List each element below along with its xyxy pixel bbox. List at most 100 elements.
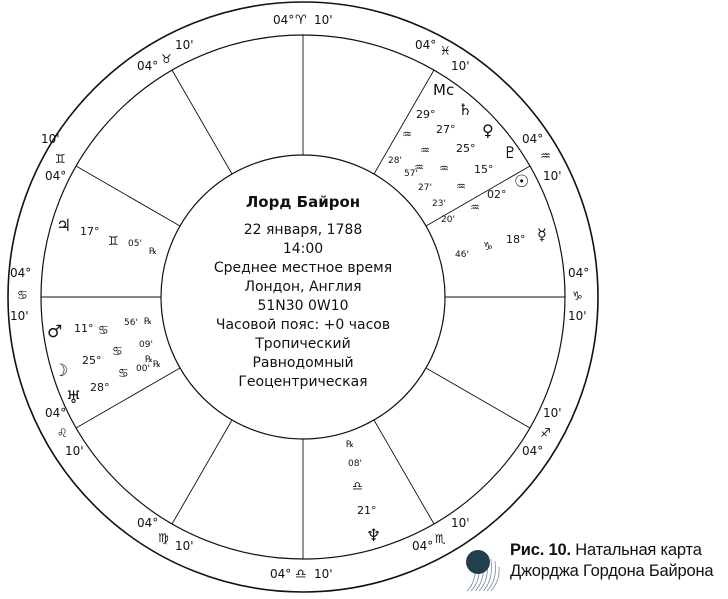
info-line: 22 января, 1788: [244, 222, 363, 238]
cusp-sagittarius-deg: 04°: [522, 444, 543, 458]
mercury-icon: ☿: [537, 225, 547, 244]
neptune-icon: ♆: [366, 526, 381, 546]
planet-min-28: 28': [388, 156, 402, 166]
retrograde-icon: ℞: [149, 247, 157, 257]
cusp-aquarius-min: 10': [543, 169, 562, 183]
cusp-pisces-min: 10': [451, 59, 470, 73]
info-line: Среднее местное время: [214, 260, 392, 276]
capricorn-sign-icon: ♑: [572, 289, 583, 303]
planet-min-46: 46': [455, 250, 469, 260]
cusp-aquarius-deg: 04°: [522, 132, 543, 146]
planet-deg-15: 15°: [474, 163, 494, 176]
house-line-330: [171, 69, 233, 175]
moon-deg: 25°: [82, 354, 102, 367]
aquarius-icon: ♒: [470, 201, 480, 214]
cusp-capricorn-deg: 04°: [568, 266, 589, 280]
aries-sign-icon: ♈: [295, 13, 307, 28]
house-line-210: [171, 419, 233, 525]
retrograde-icon: ℞: [153, 360, 161, 370]
house-line-150: [373, 419, 435, 525]
caption-line-2: Джорджа Гордона Байрона: [510, 562, 714, 580]
cusp-leo-min: 10': [65, 444, 84, 458]
cusp-bottom-deg: 04°: [270, 567, 291, 581]
aquarius-icon: ♒: [456, 180, 466, 193]
planet-deg-27: 27°: [436, 123, 456, 136]
retrograde-icon: ℞: [346, 440, 354, 450]
house-line-240: [75, 367, 181, 429]
planet-deg-25: 25°: [456, 142, 476, 155]
cusp-cancer-deg: 04°: [10, 266, 31, 280]
jupiter-deg: 17°: [80, 225, 100, 238]
caption-line-1: Рис. 10. Натальная карта: [510, 541, 702, 560]
pluto-icon: ♇: [503, 143, 517, 162]
cusp-gemini-deg: 04°: [45, 169, 66, 183]
pisces-sign-icon: ♓: [440, 44, 451, 58]
capricorn-icon: ♑: [483, 240, 493, 253]
info-line: 51N30 0W10: [257, 298, 348, 314]
gemini-sign-icon: ♊: [55, 152, 66, 166]
cancer-sign-icon: ♋: [17, 288, 28, 302]
caption-text: Натальная карта: [575, 541, 702, 559]
chart-info: Лорд Байрон 22 января, 1788 14:00 Средне…: [214, 193, 392, 390]
neptune-deg: 21°: [357, 504, 377, 517]
info-line: Часовой пояс: +0 часов: [216, 317, 390, 333]
planet-deg-18: 18°: [506, 233, 526, 246]
mars-deg: 11°: [74, 322, 94, 335]
moon-icon: ☽: [53, 361, 68, 381]
info-line: Тропический: [254, 336, 351, 352]
cusp-capricorn-min: 10': [568, 309, 587, 323]
aquarius-icon: ♒: [402, 128, 412, 141]
cusp-virgo-min: 10': [175, 539, 194, 553]
planet-min-20: 20': [441, 215, 455, 225]
cusp-scorpio-deg: 04°: [412, 539, 433, 553]
planets-left-cluster: ♂ 11° ♋ 56' ℞ ☽ 25° ♋ 09' ℞ ♅ 28° ♋ 00' …: [47, 317, 161, 408]
aquarius-icon: ♒: [420, 144, 430, 157]
cusp-virgo-deg: 04°: [137, 516, 158, 530]
mars-min: 56': [124, 318, 138, 328]
cancer-icon: ♋: [98, 323, 109, 337]
retrograde-icon: ℞: [144, 317, 152, 327]
planet-deg-29: 29°: [416, 108, 436, 121]
person-name: Лорд Байрон: [246, 193, 360, 211]
jupiter-min: 05': [128, 239, 142, 249]
info-line: Лондон, Англия: [244, 279, 361, 295]
house-lines: [41, 35, 565, 559]
cusp-taurus-deg: 04°: [137, 59, 158, 73]
aquarius-icon: ♒: [439, 162, 449, 175]
planets-upper-right: Mc 29° ♒ ♄ 27° ♒ ♀ 25° ♒ ♇ 15° ♒ 28' ♒ 5…: [388, 81, 547, 260]
info-line: Равнодомный: [252, 355, 353, 371]
cusp-labels: 04° ♈ 10' 04° ♉ 10' 04° ♓ 10' 10' ♊ 04° …: [10, 13, 589, 582]
caption-dot-icon: [466, 550, 490, 574]
house-line-300: [75, 165, 181, 227]
house-line-30: [373, 69, 435, 175]
gemini-icon: ♊: [108, 234, 119, 248]
cusp-bottom-min: 10': [314, 567, 333, 581]
sun-icon: ☉: [514, 172, 529, 192]
aquarius-sign-icon: ♒: [540, 149, 551, 163]
planets-jupiter-group: ♃ 17° ♊ 05' ℞: [56, 216, 157, 257]
retrograde-icon: ℞: [145, 355, 153, 365]
leo-sign-icon: ♌: [57, 426, 68, 440]
caption-label: Рис. 10.: [510, 541, 571, 559]
uranus-icon: ♅: [66, 388, 81, 408]
figure-caption: Рис. 10. Натальная карта Джорджа Гордона…: [463, 540, 728, 596]
cusp-pisces-deg: 04°: [415, 38, 436, 52]
scorpio-sign-icon: ♏: [435, 532, 446, 546]
jupiter-icon: ♃: [56, 216, 71, 236]
cusp-sagittarius-min: 10': [543, 406, 562, 420]
uranus-deg: 28°: [90, 381, 110, 394]
house-line-120: [425, 367, 531, 429]
planet-min-57: 57': [404, 169, 418, 179]
virgo-sign-icon: ♍: [158, 531, 169, 545]
moon-min: 09': [139, 340, 153, 350]
house-line-60: [425, 165, 531, 227]
info-line: Геоцентрическая: [238, 374, 367, 390]
planets-neptune-group: ℞ 08' ♎ 21° ♆: [346, 440, 381, 546]
libra-sign-icon: ♎: [295, 567, 307, 582]
cusp-gemini-min: 10': [41, 132, 60, 146]
saturn-icon: ♄: [458, 100, 472, 119]
aquarius-icon: ♒: [414, 161, 424, 174]
sagittarius-sign-icon: ♐: [540, 426, 551, 440]
planet-min-27: 27': [418, 183, 432, 193]
cusp-top-deg: 04°: [273, 13, 294, 27]
